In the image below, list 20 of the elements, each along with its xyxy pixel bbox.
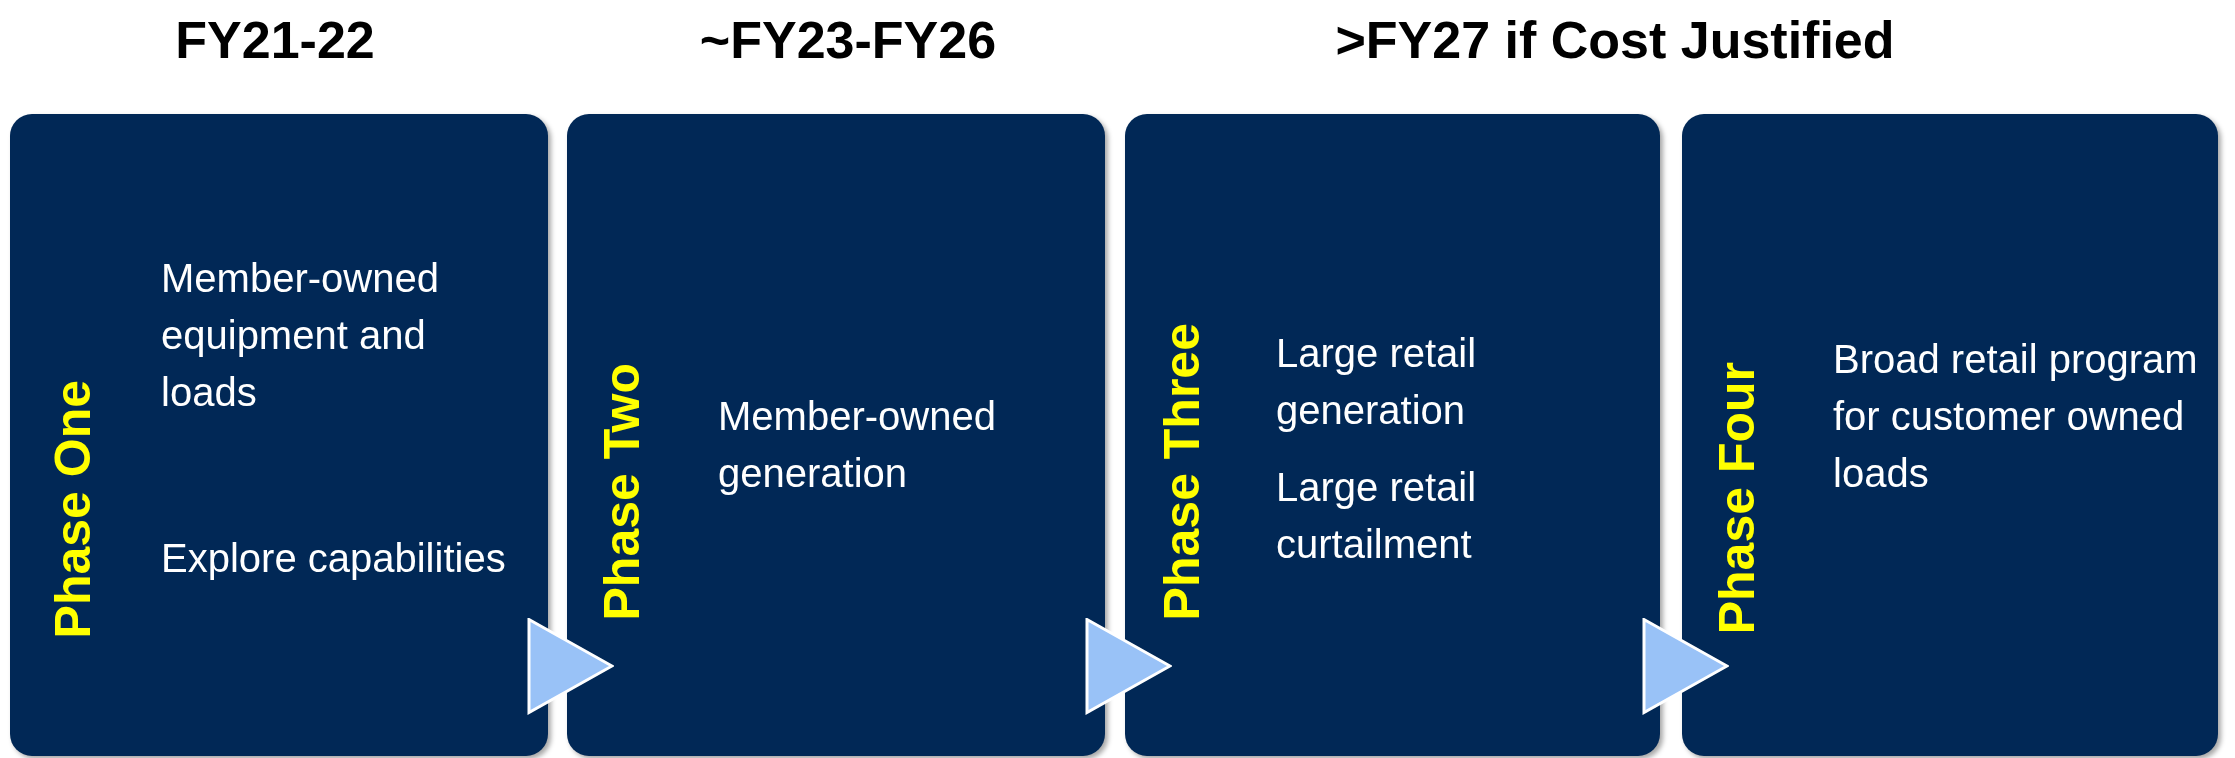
phase-card [567,114,1105,756]
phase-heading: Phase One [48,379,98,638]
phase-card [1682,114,2218,756]
phase-heading: Phase Two [597,362,647,620]
phase-description: Member-owned generation [718,393,997,497]
phase-description: Large retail curtailment [1276,464,1478,568]
phase-description: Large retail generation [1276,330,1478,434]
phase-card [1125,114,1660,756]
phase-heading: Phase Three [1157,322,1207,620]
chevron-arrow [527,618,614,714]
column-heading: ~FY23-FY26 [699,10,997,70]
phase-card [10,114,548,756]
phase-description: Member-owned equipment and loads [161,255,440,416]
column-heading: FY21-22 [175,10,375,70]
phase-heading: Phase Four [1712,361,1762,634]
phase-description: Explore capabilities [161,535,507,582]
column-heading: >FY27 if Cost Justified [1335,10,1895,70]
chevron-arrow [1085,618,1172,714]
chevron-arrow [1642,618,1729,714]
phase-description: Broad retail program for customer owned loads [1833,336,2199,497]
